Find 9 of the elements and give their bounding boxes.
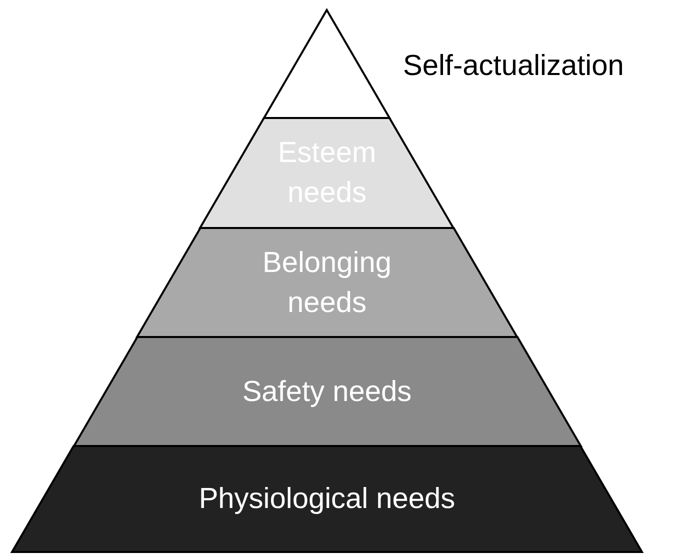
level-label: Self-actualization — [403, 50, 624, 83]
level-label: Belonging needs — [261, 246, 392, 320]
pyramid-level — [200, 118, 454, 228]
pyramid-level — [74, 337, 580, 446]
pyramid-level — [12, 446, 642, 552]
triangle-shape — [264, 10, 390, 118]
level-label: Physiological needs — [198, 482, 456, 517]
level-label: Safety needs — [241, 374, 413, 410]
pyramid-level — [136, 228, 518, 337]
